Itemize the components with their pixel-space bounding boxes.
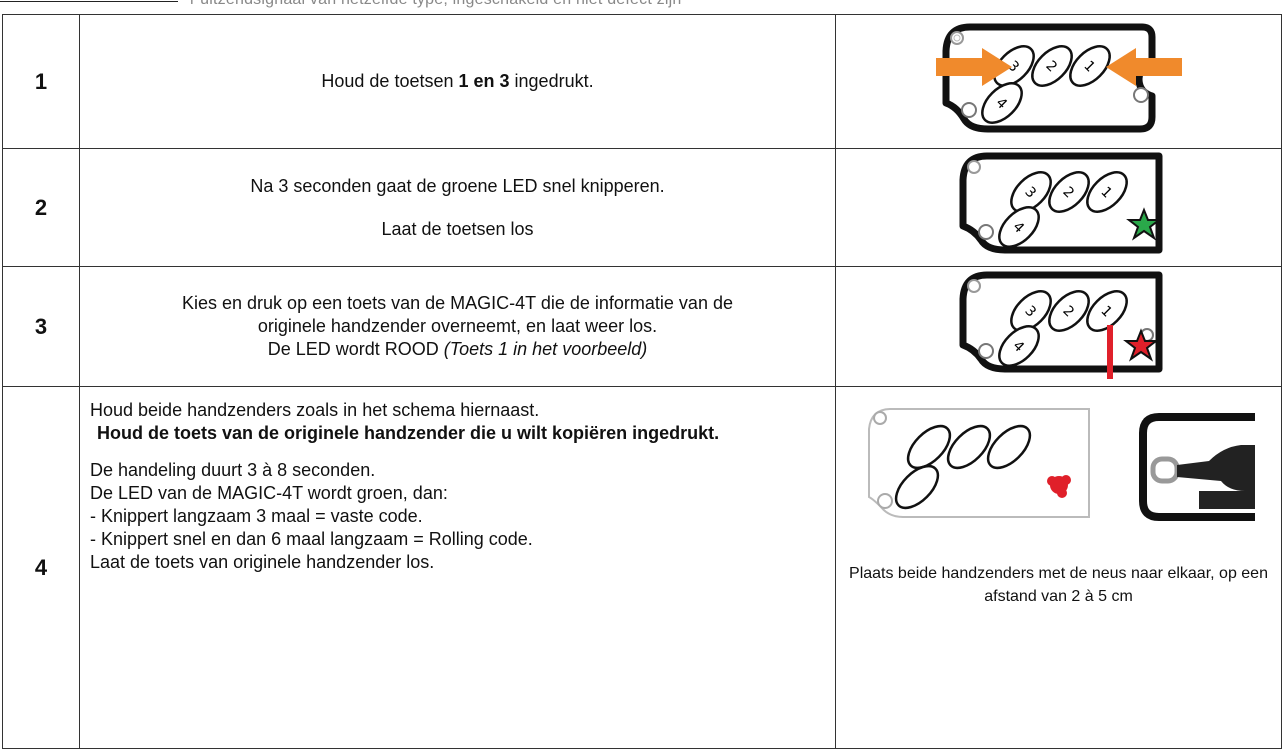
step-text-line: Na 3 seconden gaat de groene LED snel kn… — [250, 175, 665, 196]
step-text-line: De LED wordt ROOD (Toets 1 in het voorbe… — [80, 338, 835, 361]
step-text-line: De handeling duurt 3 à 8 seconden. — [90, 460, 376, 480]
remote-green-led-illustration: 3 2 1 4 — [951, 150, 1167, 265]
header-text-fragment: r uitzendsignaal van hetzelfde type, ing… — [190, 0, 681, 9]
step-text-line: Houd beide handzenders zoals in het sche… — [90, 400, 540, 420]
arrow-left-icon — [1105, 48, 1182, 86]
step-text-line: - Knippert snel en dan 6 maal langzaam =… — [90, 529, 533, 549]
step-number: 4 — [2, 386, 80, 749]
remote-red-led-illustration: 3 2 1 4 — [951, 269, 1167, 384]
step-text-line: - Knippert langzaam 3 maal = vaste code. — [90, 506, 423, 526]
step-illustration: 3 2 1 4 — [835, 266, 1282, 387]
arrow-right-icon — [935, 48, 1012, 86]
step-text-plain: De LED wordt ROOD — [267, 339, 444, 359]
step-illustration: 3 2 1 4 — [835, 148, 1282, 267]
instruction-table: 1 Houd de toetsen 1 en 3 ingedrukt. 3 2 — [2, 14, 1282, 749]
step-text-line: Laat de toetsen los — [381, 218, 534, 239]
two-remotes-icon — [867, 408, 1255, 521]
step-text: Na 3 seconden gaat de groene LED snel kn… — [79, 148, 836, 267]
red-led-star-icon — [1122, 328, 1159, 362]
step-text-line: Laat de toets van originele handzender l… — [90, 552, 435, 572]
step-illustration: 3 2 1 4 — [835, 14, 1282, 149]
step-text-line: Kies en druk op een toets van de MAGIC-4… — [182, 293, 733, 313]
remote-control-icon: 3 2 1 4 — [959, 152, 1162, 254]
step-number: 3 — [2, 266, 80, 387]
pointer-line-icon — [1106, 325, 1113, 379]
step-row-2: 2 Na 3 seconden gaat de groene LED snel … — [2, 148, 1282, 267]
step-text: Houd de toetsen 1 en 3 ingedrukt. — [79, 14, 836, 149]
magic-4t-remote-icon — [867, 408, 1090, 518]
underline-fragment — [0, 1, 178, 2]
remote-control-icon: 3 2 1 4 — [959, 271, 1162, 379]
step-number: 1 — [2, 14, 80, 149]
step-text-keys: 1 en 3 — [458, 71, 510, 91]
step-illustration: Plaats beide handzenders met de neus naa… — [835, 386, 1282, 749]
step-text: Kies en druk op een toets van de MAGIC-4… — [79, 266, 836, 387]
original-remote-icon — [1138, 413, 1255, 521]
step-text-suffix: ingedrukt. — [509, 71, 594, 91]
step-text-prefix: Houd de toetsen — [321, 71, 459, 91]
step-row-4: 4 Houd beide handzenders zoals in het sc… — [2, 386, 1282, 749]
remotes-facing-illustration — [859, 405, 1259, 528]
green-led-star-icon — [1125, 207, 1162, 241]
step-text-bold: Houd de toets van de originele handzende… — [97, 423, 720, 443]
step-number: 2 — [2, 148, 80, 267]
step-row-1: 1 Houd de toetsen 1 en 3 ingedrukt. 3 2 — [2, 14, 1282, 149]
illustration-caption: Plaats beide handzenders met de neus naa… — [849, 565, 1268, 605]
step-text-line: De LED van de MAGIC-4T wordt groen, dan: — [90, 483, 448, 503]
step-text-line: originele handzender overneemt, en laat … — [257, 316, 658, 336]
step-text-italic: (Toets 1 in het voorbeeld) — [443, 339, 648, 359]
step-row-3: 3 Kies en druk op een toets van de MAGIC… — [2, 266, 1282, 387]
remote-control-icon: 3 2 1 4 — [935, 23, 1182, 133]
step-text: Houd beide handzenders zoals in het sche… — [79, 386, 836, 749]
previous-page-strip: r uitzendsignaal van hetzelfde type, ing… — [0, 0, 1285, 14]
remote-press-keys-illustration: 3 2 1 4 — [934, 21, 1184, 142]
